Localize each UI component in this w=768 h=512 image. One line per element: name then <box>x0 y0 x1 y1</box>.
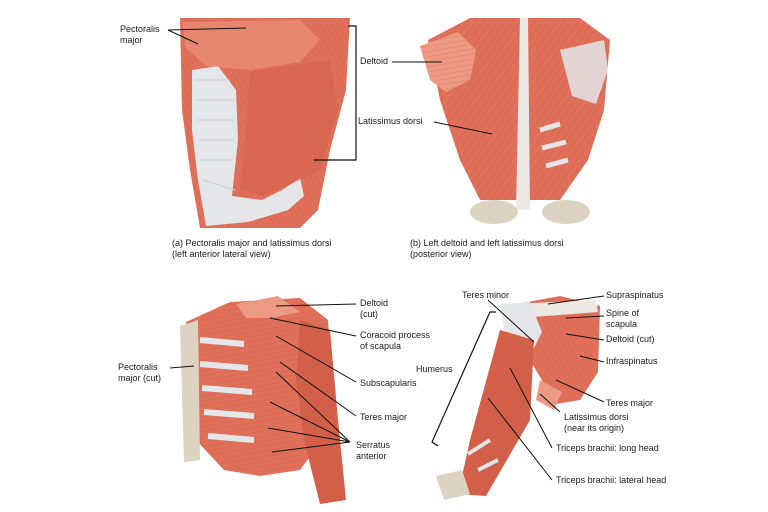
label-pectoralis-major-cut: Pectoralis major (cut) <box>118 362 162 383</box>
label-teres-major-c: Teres major <box>360 412 408 422</box>
label-coracoid-process: Coracoid process of scapula <box>360 330 431 351</box>
label-spine-of-scapula: Spine of scapula <box>606 308 640 329</box>
panel-b-hip-right <box>542 200 590 224</box>
label-deltoid-cut-c: Deltoid (cut) <box>360 298 389 319</box>
label-latissimus-dorsi-b: Latissimus dorsi <box>358 116 423 126</box>
label-pectoralis-major: Pectoralis major <box>120 24 160 45</box>
label-teres-minor: Teres minor <box>462 290 510 300</box>
panel-a-latissimus <box>240 60 338 196</box>
panel-c-pectoralis-cut <box>180 320 200 462</box>
panel-b-hip-left <box>470 200 518 224</box>
caption-panel-b: (b) Left deltoid and left latissimus dor… <box>410 238 564 259</box>
panel-c-deltoid-cut <box>236 296 300 318</box>
panel-d-illustration <box>436 296 600 500</box>
panel-c-ribs <box>199 337 255 443</box>
label-teres-major-d: Teres major <box>606 398 654 408</box>
panel-b-illustration <box>420 18 610 224</box>
label-latissimus-dorsi-d: Latissimus dorsi (near its origin) <box>564 412 629 433</box>
label-triceps-long-head: Triceps brachii: long head <box>556 443 659 453</box>
panel-d-elbow <box>436 470 470 500</box>
panel-a-pectoralis <box>182 20 320 70</box>
label-humerus: Humerus <box>416 364 453 374</box>
panel-a-aponeurosis <box>192 66 304 226</box>
panel-b-scapula-right <box>560 40 608 104</box>
panel-b-spine <box>516 18 530 210</box>
panel-a-illustration <box>180 18 350 228</box>
panel-d-latissimus <box>536 380 562 410</box>
label-deltoid-cut-d: Deltoid (cut) <box>606 334 655 344</box>
label-serratus-anterior: Serratus anterior <box>356 440 391 461</box>
label-triceps-lateral-head: Triceps brachii: lateral head <box>556 475 667 485</box>
label-supraspinatus: Supraspinatus <box>606 290 664 300</box>
label-subscapularis: Subscapularis <box>360 378 417 388</box>
label-infraspinatus: Infraspinatus <box>606 356 658 366</box>
panel-c-illustration <box>180 296 346 504</box>
caption-panel-a: (a) Pectoralis major and latissimus dors… <box>172 238 332 259</box>
label-deltoid-b: Deltoid <box>360 56 389 66</box>
